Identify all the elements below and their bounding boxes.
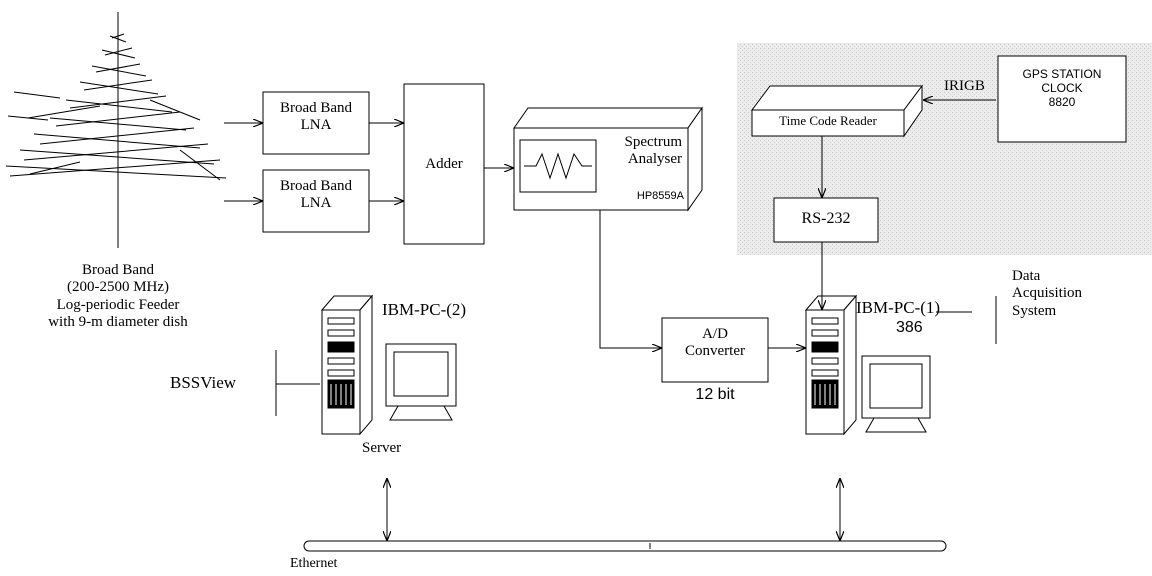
adc-label: A/D Converter xyxy=(662,326,768,361)
adc-line2: Converter xyxy=(685,343,745,360)
pc1-name: IBM-PC-(1) xyxy=(856,298,941,317)
ethernet-label: Ethernet xyxy=(290,556,338,571)
antenna-caption-line: (200-2500 MHz) xyxy=(66,279,170,296)
antenna-caption: Broad Band (200-2500 MHz) Log-periodic F… xyxy=(18,262,218,331)
adder-box xyxy=(403,83,485,245)
daq-label: Data Acquisition System xyxy=(1012,268,1082,320)
rs232-label: RS-232 xyxy=(801,210,851,227)
lna2-box xyxy=(262,169,370,233)
daq-line: Acquisition xyxy=(1012,285,1082,302)
antenna-caption-line: with 9-m diameter dish xyxy=(48,313,188,330)
pc2-computer xyxy=(320,294,457,436)
lna2-line1: Broad Band xyxy=(279,178,353,194)
adder-label: Adder xyxy=(425,156,463,172)
daq-line: Data xyxy=(1012,268,1041,284)
adc-line1: A/D xyxy=(702,326,728,342)
antenna-caption-line: Log-periodic Feeder xyxy=(56,296,180,313)
pc1-model: 386 xyxy=(896,319,923,336)
log-periodic-antenna xyxy=(5,12,227,248)
rs232-box xyxy=(773,197,879,243)
lna2-label: Broad Band LNA xyxy=(263,178,369,213)
lna1-label: Broad Band LNA xyxy=(263,100,369,135)
time-code-reader-box xyxy=(751,84,923,138)
spectrum-model: HP8559A xyxy=(636,190,684,202)
gps-label: GPS STATION CLOCK 8820 xyxy=(998,67,1126,109)
irigb-label: IRIGB xyxy=(944,78,985,94)
daq-line: System xyxy=(1012,302,1057,319)
spectrum-analyser-box xyxy=(513,106,703,212)
spectrum-line1: Spectrum xyxy=(624,134,683,150)
lna1-box xyxy=(262,91,370,155)
gps-line2: CLOCK xyxy=(1041,80,1083,95)
gps-line3: 8820 xyxy=(1048,94,1076,109)
pc1-computer xyxy=(804,294,931,436)
gps-box xyxy=(997,55,1127,143)
spectrum-line2: Analyser xyxy=(627,151,682,168)
lna2-line2: LNA xyxy=(300,195,332,212)
lna1-line1: Broad Band xyxy=(279,100,353,116)
adc-bits: 12 bit xyxy=(695,386,735,403)
spectrum-label: Spectrum Analyser xyxy=(604,134,683,169)
time-code-reader-label: Time Code Reader xyxy=(779,113,877,128)
bssview-label: BSSView xyxy=(170,373,237,392)
antenna-caption-line: Broad Band xyxy=(81,262,155,278)
pc2-name: IBM-PC-(2) xyxy=(382,300,467,319)
lna1-line2: LNA xyxy=(300,117,332,134)
pc2-role: Server xyxy=(362,440,402,456)
adc-box xyxy=(661,317,769,383)
connectors xyxy=(224,100,997,552)
gps-line1: GPS STATION xyxy=(1022,67,1102,81)
